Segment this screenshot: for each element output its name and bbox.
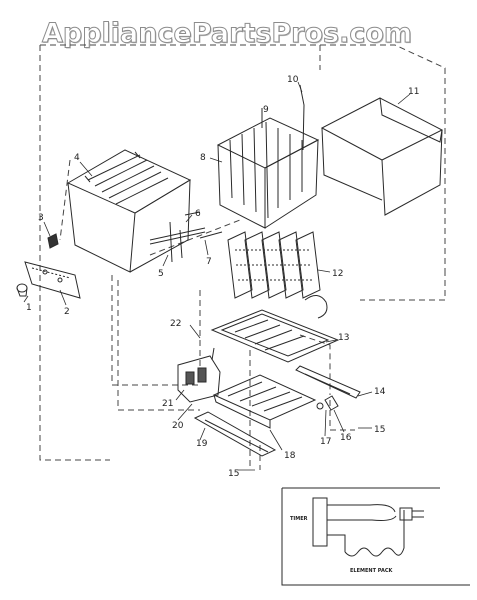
part-housing [66,149,192,273]
callout-9: 9 [263,105,269,115]
callout-12: 12 [332,269,343,279]
inset-timer-label: TIMER [290,516,308,522]
callout-20: 20 [172,421,184,431]
callout-15b: 15 [228,469,239,479]
callout-14: 14 [374,387,386,397]
callout-21: 21 [162,399,173,409]
part-bottom-plate [212,374,317,429]
part-crumb-tray [210,309,340,363]
callout-11: 11 [408,87,419,97]
dashed-frame [39,44,446,470]
callout-19: 19 [196,439,208,449]
callout-13: 13 [338,333,349,343]
part-rail [295,365,361,399]
callout-8: 8 [200,153,206,163]
part-element-pins [261,84,305,151]
part-element-frame [216,117,320,229]
timer-box [312,497,328,547]
part-base-strip [193,411,277,457]
callout-2: 2 [64,307,70,317]
callout-18: 18 [284,451,296,461]
part-thermostat [177,347,221,403]
callout-16: 16 [340,433,352,443]
callout-5: 5 [158,269,164,279]
plug-icon [399,507,413,521]
part-lever [47,233,59,249]
callout-17: 17 [320,437,331,447]
callout-7: 7 [206,257,212,267]
part-knob [16,283,28,297]
callout-3: 3 [38,213,44,223]
part-carriage [227,231,328,319]
callout-10: 10 [287,75,299,85]
wiring-inset [281,487,470,586]
part-shield [320,97,444,216]
watermark-logo: AppliancePartsPros.com [41,18,413,50]
part-control-plate [24,261,81,299]
part-spring-clip [316,395,339,411]
callout-4: 4 [74,153,80,163]
callout-15a: 15 [374,425,385,435]
callout-6: 6 [195,209,201,219]
callout-1: 1 [26,303,32,313]
leader-lines [23,81,411,471]
part-bracket-rod [149,211,223,263]
callout-22: 22 [170,319,181,329]
inset-element-label: ELEMENT PACK [350,568,393,574]
